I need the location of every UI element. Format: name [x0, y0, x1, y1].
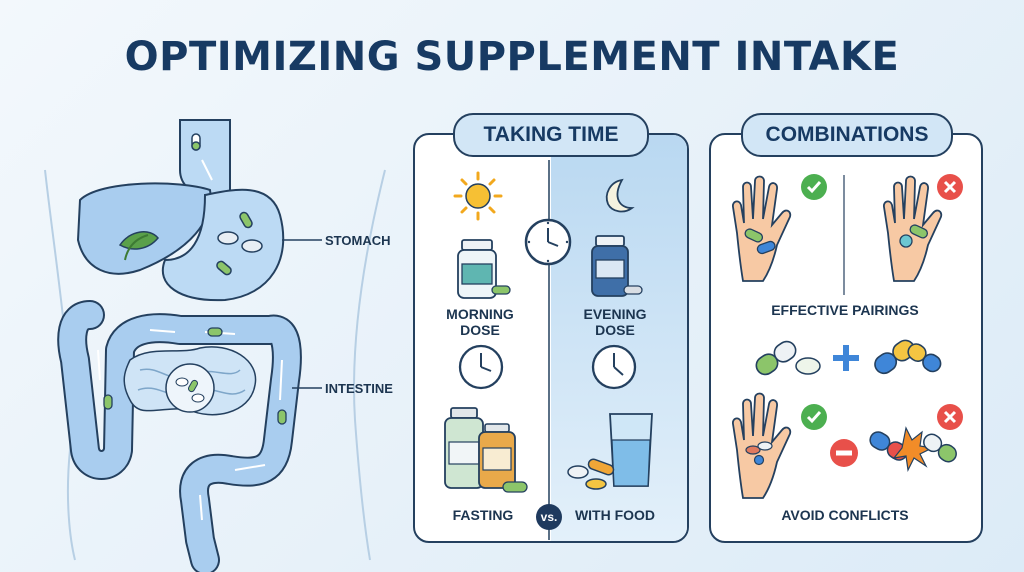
gallbladder [118, 231, 159, 250]
morning-dose-label: MORNING DOSE [446, 306, 514, 338]
effective-pairings-label: EFFECTIVE PAIRINGS [771, 302, 919, 318]
conflicting-capsules-icon [869, 426, 957, 472]
hand-with-capsules-icon [732, 175, 792, 282]
minus-icon [830, 439, 858, 467]
tablets-in-stomach [216, 211, 263, 276]
versus-badge: vs. [536, 504, 562, 530]
avoid-conflicts-label: AVOID CONFLICTS [781, 507, 909, 523]
evening-clock-icon [591, 344, 637, 390]
torso-outline-right [353, 169, 386, 561]
clock-icon [524, 218, 572, 266]
digestive-system-illustration [44, 119, 386, 572]
cross-icon [937, 174, 963, 200]
stomach-label: STOMACH [325, 233, 391, 248]
liver [76, 182, 212, 275]
hand-with-pills-icon [883, 175, 943, 282]
page-title: OPTIMIZING SUPPLEMENT INTAKE [124, 34, 900, 80]
fasting-label: FASTING [452, 507, 514, 523]
with-food-label: WITH FOOD [574, 507, 656, 523]
combinations-heading: COMBINATIONS [741, 113, 953, 157]
check-icon-conflicts [801, 404, 827, 430]
sun-icon [453, 171, 503, 221]
pairing-capsules-icon [755, 339, 942, 376]
cross-icon-conflicts [937, 404, 963, 430]
moon-icon [605, 178, 635, 213]
intestine-label: INTESTINE [325, 381, 393, 396]
hand-with-mixed-pills-icon [732, 392, 792, 499]
supplement-bottle-icon [457, 239, 511, 299]
fasting-bottles-icon [444, 407, 528, 493]
stomach [161, 188, 285, 302]
check-icon [801, 174, 827, 200]
water-glass-and-pills-icon [567, 413, 653, 490]
supplement-bottle-icon-evening [591, 235, 643, 297]
combo-divider [843, 175, 845, 295]
morning-clock-icon [458, 344, 504, 390]
taking-time-heading: TAKING TIME [453, 113, 649, 157]
evening-dose-label: EVENING DOSE [583, 306, 647, 338]
capsule-icon [191, 133, 201, 151]
